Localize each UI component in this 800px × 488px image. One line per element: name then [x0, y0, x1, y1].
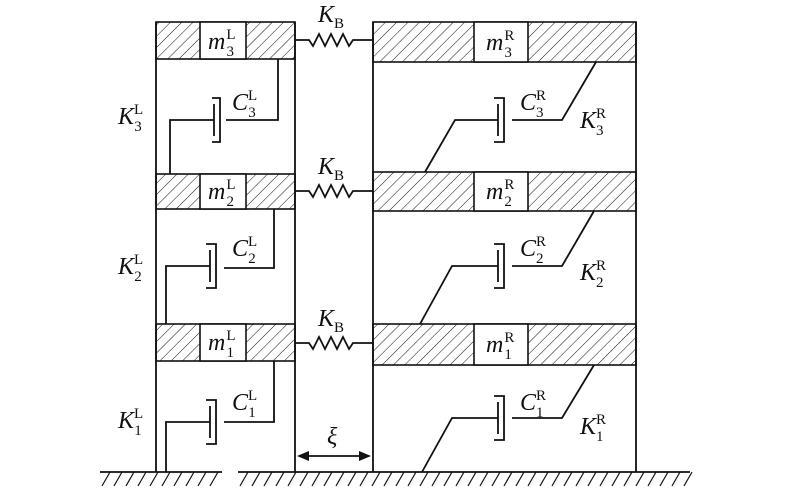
link-label-1: KB — [317, 306, 344, 336]
gap-label: ξ — [327, 424, 338, 450]
link-spring-2 — [295, 182, 373, 200]
link-label-2: KB — [317, 154, 344, 184]
ground — [100, 471, 693, 487]
left-floor-2 — [155, 173, 296, 210]
left-columns — [155, 22, 296, 472]
right-building — [372, 21, 637, 473]
link-spring-1 — [295, 334, 373, 352]
right-floor-3 — [372, 21, 637, 63]
left-floor-3 — [155, 21, 296, 60]
gap-dimension — [297, 451, 371, 461]
link-spring-3 — [295, 31, 373, 49]
left-damper-1 — [165, 361, 275, 472]
ground-hatching — [101, 471, 693, 487]
right-damper-3 — [424, 61, 597, 173]
right-damper-2 — [419, 210, 595, 325]
right-columns — [372, 22, 637, 472]
left-damper-3 — [169, 59, 279, 174]
left-damper-2 — [165, 209, 275, 324]
right-damper-1 — [421, 364, 595, 473]
right-floor-1 — [372, 323, 637, 366]
left-building — [155, 21, 296, 472]
link-label-3: KB — [317, 2, 344, 32]
left-floor-1 — [155, 323, 296, 362]
